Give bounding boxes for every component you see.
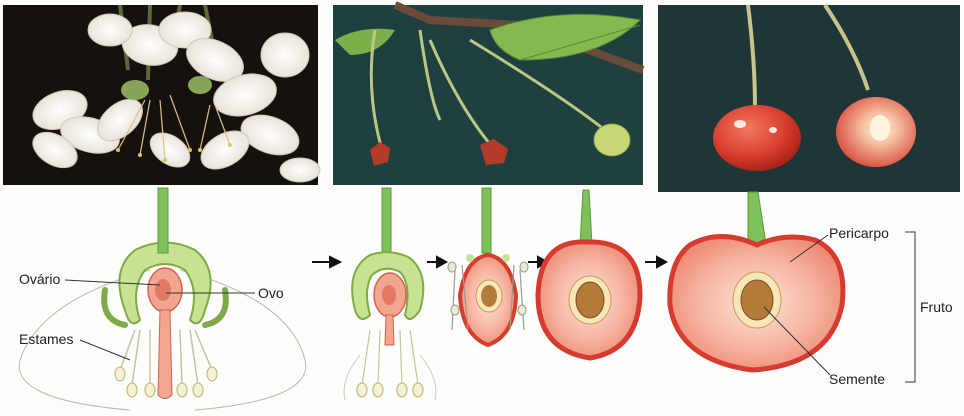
- label-ovario: Ovário: [19, 271, 60, 287]
- label-pericarpo: Pericarpo: [829, 225, 889, 241]
- label-ovo: Ovo: [258, 285, 284, 301]
- photo-cherry-blossoms: [3, 5, 320, 185]
- diagram-young-ovary: [344, 188, 436, 400]
- diagram-mature-fruit: [670, 192, 915, 382]
- label-estames: Estames: [19, 331, 73, 347]
- diagram-developing-fruit-small: [448, 188, 528, 345]
- photo-fruit-set: [333, 5, 643, 185]
- photo-ripe-cherries: [658, 5, 960, 192]
- diagram-developing-fruit-medium: [538, 190, 640, 358]
- label-fruto: Fruto: [920, 299, 953, 315]
- label-semente: Semente: [829, 371, 885, 387]
